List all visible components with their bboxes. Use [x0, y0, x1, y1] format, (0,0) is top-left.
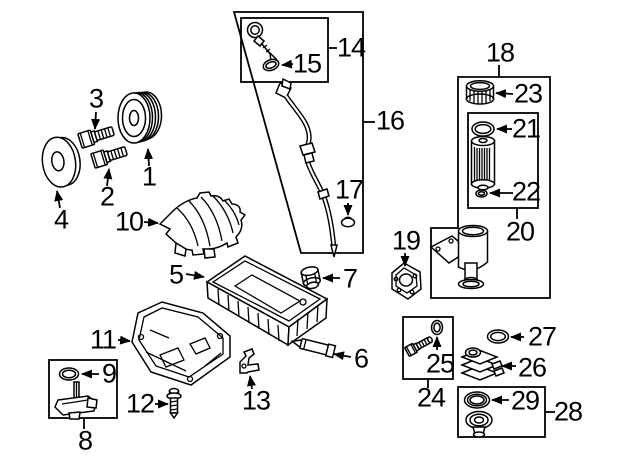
lower-oil-pan-icon: [131, 301, 231, 386]
crankshaft-pulley-icon: [117, 91, 163, 144]
dipstick-icon: [246, 21, 278, 64]
oil-filter-element-icon: [470, 135, 496, 191]
o-ring-icon: [58, 367, 80, 381]
o-ring-icon: [430, 319, 444, 336]
gasket-icon: [391, 262, 422, 300]
hex-bolt-icon: [77, 126, 115, 149]
callout-3-label: 3: [88, 83, 104, 114]
callout-28-label: 28: [553, 396, 583, 427]
oil-level-sensor-icon: [54, 381, 98, 420]
callout-13-label: 13: [241, 385, 271, 416]
filter-assembly-box: [430, 76, 551, 299]
o-ring-icon: [475, 189, 488, 198]
callout-5-label: 5: [168, 259, 184, 290]
hex-bolt-icon: [90, 146, 128, 169]
callout-2-label: 2: [99, 181, 115, 212]
sealant-tube-icon: [290, 338, 337, 359]
callout-9-label: 9: [101, 358, 117, 389]
callout-15-label: 15: [292, 48, 322, 79]
callout-7-label: 7: [342, 263, 358, 294]
upper-oil-pan-icon: [205, 255, 329, 347]
callout-19-label: 19: [391, 225, 421, 256]
oil-cooler-icon: [459, 347, 505, 381]
oil-filter-housing-icon: [429, 224, 489, 290]
bracket-icon: [239, 348, 260, 374]
callout-17-label: 17: [334, 174, 364, 205]
callout-22-label: 22: [511, 176, 541, 207]
callout-21-label: 21: [511, 113, 541, 144]
callout-25-label: 25: [425, 348, 455, 379]
thermostat-icon: [465, 410, 493, 438]
seal-ring-icon: [463, 391, 491, 409]
stud-bolt-icon: [166, 387, 182, 420]
callout-24-label: 24: [416, 382, 446, 413]
o-ring-icon: [471, 121, 495, 137]
oil-baffle-icon: [158, 191, 247, 259]
callout-11-label: 11: [89, 324, 117, 355]
o-ring-icon: [486, 329, 510, 344]
callout-4-label: 4: [53, 204, 69, 235]
drain-plug-icon: [300, 266, 322, 290]
o-ring-icon: [262, 58, 280, 72]
valve-bolt-icon: [404, 336, 433, 357]
callout-14-label: 14: [336, 32, 366, 63]
callout-20-label: 20: [505, 216, 535, 247]
callout-1-label: 1: [141, 161, 157, 192]
callout-23-label: 23: [513, 78, 543, 109]
callout-8-label: 8: [77, 425, 93, 456]
callout-16-label: 16: [375, 105, 405, 136]
pulley-washer-icon: [41, 136, 81, 188]
callout-27-label: 27: [527, 321, 557, 352]
callout-29-label: 29: [510, 385, 540, 416]
leader-arrows: [54, 59, 524, 409]
dipstick-tube-icon: [275, 77, 338, 258]
grommet-icon: [340, 216, 356, 228]
leader-ticks: [83, 47, 555, 429]
callout-12-label: 12: [125, 388, 155, 419]
callout-6-label: 6: [353, 343, 369, 374]
callout-26-label: 26: [517, 352, 547, 383]
filter-cap-icon: [465, 80, 495, 105]
callout-18-label: 18: [485, 37, 515, 68]
callout-10-label: 10: [114, 206, 144, 237]
sensor-kit-box: [48, 359, 118, 419]
